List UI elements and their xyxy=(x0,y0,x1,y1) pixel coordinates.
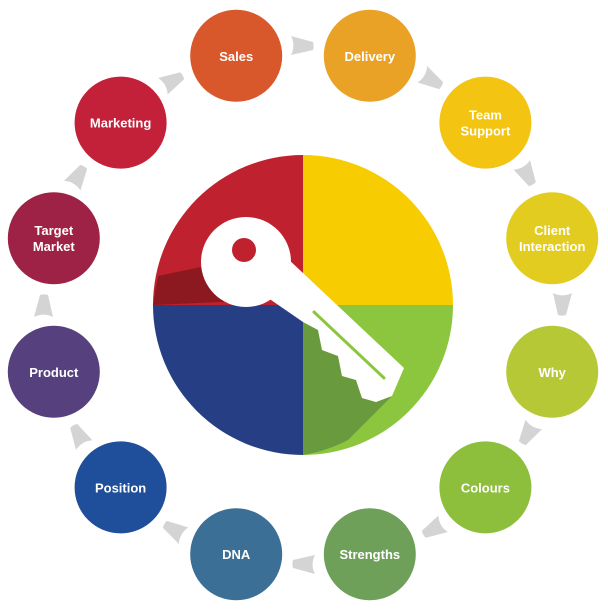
node-why: Why xyxy=(506,325,599,418)
node-label: Team xyxy=(469,108,502,123)
node-circle xyxy=(74,441,167,534)
connector-arc xyxy=(70,423,93,450)
node-circle xyxy=(74,76,167,169)
node-circle xyxy=(323,508,416,601)
connector-arc xyxy=(292,555,315,574)
node-circle xyxy=(439,441,532,534)
node-label: Delivery xyxy=(345,49,396,64)
node-label: Target xyxy=(34,223,73,238)
connector-arc xyxy=(421,515,448,538)
connector-arc xyxy=(553,293,572,316)
node-label: Product xyxy=(29,365,79,380)
key-stripe xyxy=(312,310,386,380)
node-dna: DNA xyxy=(190,508,283,601)
node-delivery: Delivery xyxy=(323,9,416,102)
node-label: Sales xyxy=(219,49,253,64)
node-label: Why xyxy=(538,365,566,380)
node-circle xyxy=(7,325,100,418)
nodes: Sales DeliveryTeamSupportClientInteractio… xyxy=(7,9,599,601)
connector-arc xyxy=(291,36,314,55)
node-colours: Colours xyxy=(439,441,532,534)
node-strengths: Strengths xyxy=(323,508,416,601)
node-circle xyxy=(506,325,599,418)
node-label: Support xyxy=(460,124,510,139)
key-icon xyxy=(201,217,404,402)
node-label: Strengths xyxy=(339,547,400,562)
node-circle xyxy=(190,9,283,102)
connector-arc xyxy=(34,294,53,317)
node-circle xyxy=(506,192,599,285)
connector-arc xyxy=(417,66,444,90)
connector-arc xyxy=(64,164,88,191)
node-circle xyxy=(7,192,100,285)
connectors xyxy=(34,36,572,574)
node-sales: Sales xyxy=(190,9,283,102)
node-label: Interaction xyxy=(519,239,586,254)
connector-arc xyxy=(513,160,536,187)
center-wheel xyxy=(153,155,453,455)
key-hole xyxy=(232,238,256,262)
node-circle xyxy=(323,9,416,102)
node-label: Marketing xyxy=(90,116,151,131)
connector-arc xyxy=(158,72,185,95)
node-label: Position xyxy=(95,480,146,495)
node-label: Colours xyxy=(461,480,510,495)
node-label: Market xyxy=(33,239,76,254)
node-label: DNA xyxy=(222,547,251,562)
node-label: Client xyxy=(534,223,571,238)
quadrant-top-right xyxy=(303,155,453,305)
node-product: Product xyxy=(7,325,100,418)
node-position: Position xyxy=(74,441,167,534)
node-circle xyxy=(439,76,532,169)
key-shadow-bottom-right xyxy=(303,322,392,455)
node-marketing: Marketing xyxy=(74,76,167,169)
node-circle xyxy=(190,508,283,601)
connector-arc xyxy=(162,520,189,544)
quadrant-bottom-left xyxy=(153,305,303,455)
connector-arc xyxy=(518,419,542,446)
